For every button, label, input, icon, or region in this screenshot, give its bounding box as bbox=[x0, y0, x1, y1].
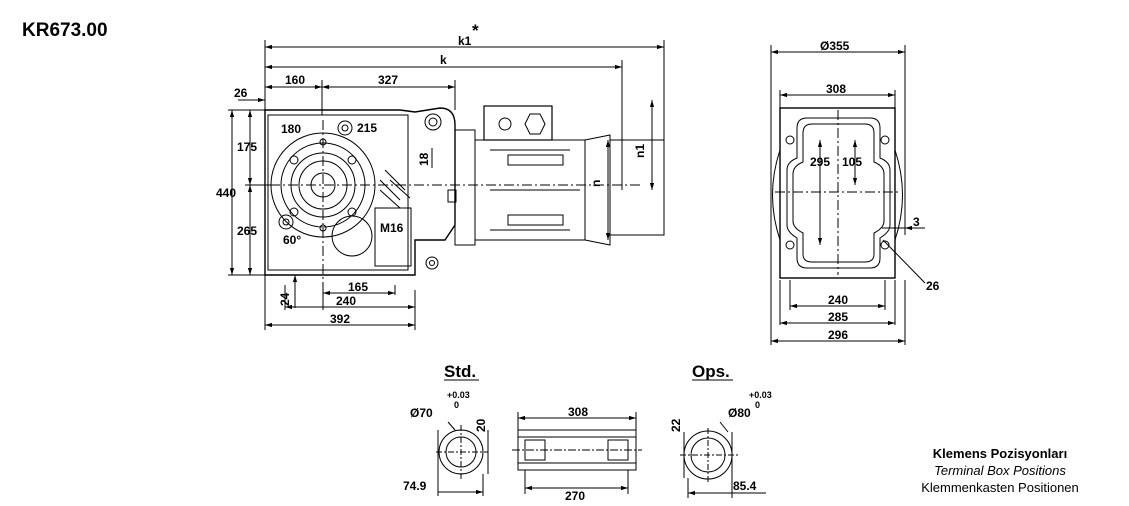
dim-296: 296 bbox=[828, 328, 848, 342]
front-view bbox=[228, 40, 665, 330]
ops-key: 22 bbox=[669, 418, 683, 432]
dim-165: 165 bbox=[348, 280, 368, 294]
std-key: 20 bbox=[474, 418, 488, 432]
dim-308: 308 bbox=[826, 82, 846, 96]
dim-n1: n1 bbox=[633, 144, 647, 158]
dim-440: 440 bbox=[216, 186, 236, 200]
std-label: Std. bbox=[444, 362, 476, 381]
ops-label: Ops. bbox=[692, 362, 730, 381]
dim-240b: 240 bbox=[828, 293, 848, 307]
dim-26b: 26 bbox=[926, 279, 940, 293]
shaft-std bbox=[436, 379, 489, 496]
dim-240: 240 bbox=[336, 294, 356, 308]
dim-asterisk: * bbox=[472, 21, 479, 40]
hollow-shaft bbox=[512, 412, 642, 494]
model-title: KR673.00 bbox=[22, 20, 108, 41]
dim-327: 327 bbox=[378, 73, 398, 87]
dim-18: 18 bbox=[417, 152, 431, 166]
side-view bbox=[770, 45, 926, 345]
dim-265: 265 bbox=[237, 224, 257, 238]
dim-160: 160 bbox=[285, 73, 305, 87]
dim-phi355: Ø355 bbox=[820, 39, 850, 53]
hollow-len: 308 bbox=[568, 405, 588, 419]
std-depth: 74.9 bbox=[403, 479, 427, 493]
ops-dia: Ø80 bbox=[728, 406, 751, 420]
ops-depth: 85.4 bbox=[733, 479, 757, 493]
terminal-box-legend: Klemens Pozisyonları Terminal Box Positi… bbox=[880, 445, 1120, 496]
std-dia: Ø70 bbox=[410, 406, 433, 420]
hollow-inner: 270 bbox=[565, 489, 585, 503]
dim-24: 24 bbox=[278, 292, 292, 306]
dim-105: 105 bbox=[842, 155, 862, 169]
dim-60deg: 60° bbox=[283, 233, 301, 247]
legend-english: Terminal Box Positions bbox=[934, 463, 1066, 478]
dim-26: 26 bbox=[234, 86, 248, 100]
legend-turkish: Klemens Pozisyonları bbox=[932, 446, 1068, 461]
ops-tol-plus: +0.03 bbox=[749, 390, 772, 400]
ops-tol-zero: 0 bbox=[755, 400, 760, 410]
legend-german: Klemmenkasten Positionen bbox=[921, 480, 1079, 495]
std-tol-plus: +0.03 bbox=[447, 390, 470, 400]
dim-215: 215 bbox=[357, 121, 377, 135]
dim-285: 285 bbox=[828, 310, 848, 324]
dim-3: 3 bbox=[913, 215, 920, 229]
dim-m16: M16 bbox=[380, 221, 404, 235]
dim-175: 175 bbox=[237, 140, 257, 154]
dim-k: k bbox=[440, 53, 447, 67]
dim-295: 295 bbox=[810, 155, 830, 169]
dim-n: n bbox=[589, 180, 603, 187]
dim-k1: k1 bbox=[458, 34, 472, 48]
std-tol-zero: 0 bbox=[454, 400, 459, 410]
shaft-ops bbox=[680, 379, 766, 498]
dim-392: 392 bbox=[330, 312, 350, 326]
dim-180: 180 bbox=[281, 122, 301, 136]
